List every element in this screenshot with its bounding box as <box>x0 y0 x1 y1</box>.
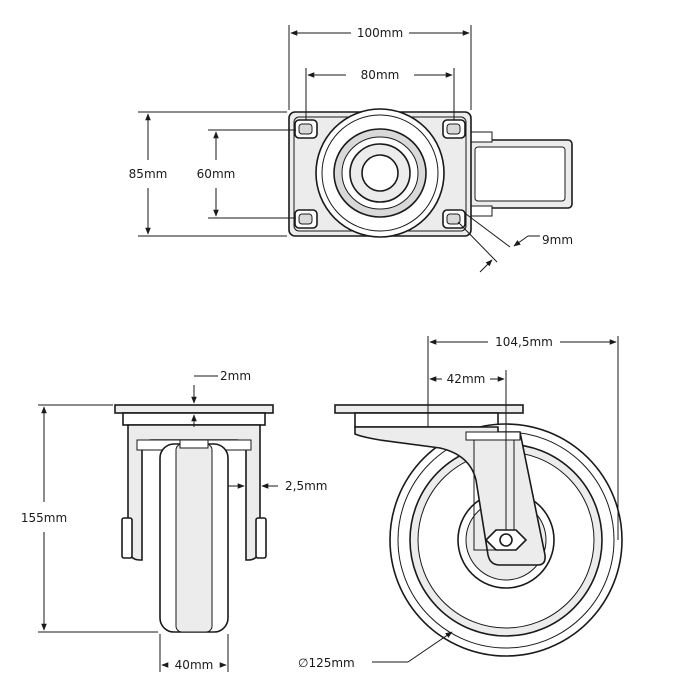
dim-plate-thickness: 2mm <box>220 369 251 383</box>
dim-wheel-width: 40mm <box>175 658 214 672</box>
front-plate <box>114 404 274 414</box>
dim-wheel-diameter: ∅125mm <box>298 656 355 670</box>
top-bearing <box>315 108 445 238</box>
dim-depth-holes: 60mm <box>197 167 236 181</box>
front-view: 2mm 2,5mm 155mm 40mm <box>21 369 327 672</box>
dim-fork-thickness: 2,5mm <box>285 479 327 493</box>
dim-width-outer: 100mm <box>357 26 403 40</box>
side-view: 104,5mm 42mm ∅125mm <box>298 335 623 670</box>
dim-width-holes: 80mm <box>361 68 400 82</box>
dim-offset-total: 104,5mm <box>495 335 553 349</box>
dim-depth-outer: 85mm <box>129 167 168 181</box>
dim-total-height: 155mm <box>21 511 67 525</box>
side-plate <box>334 404 524 414</box>
dim-swivel-offset: 42mm <box>447 372 486 386</box>
top-view: 100mm 80mm 85mm 60mm 9mm <box>129 25 573 273</box>
dim-slot: 9mm <box>542 233 573 247</box>
